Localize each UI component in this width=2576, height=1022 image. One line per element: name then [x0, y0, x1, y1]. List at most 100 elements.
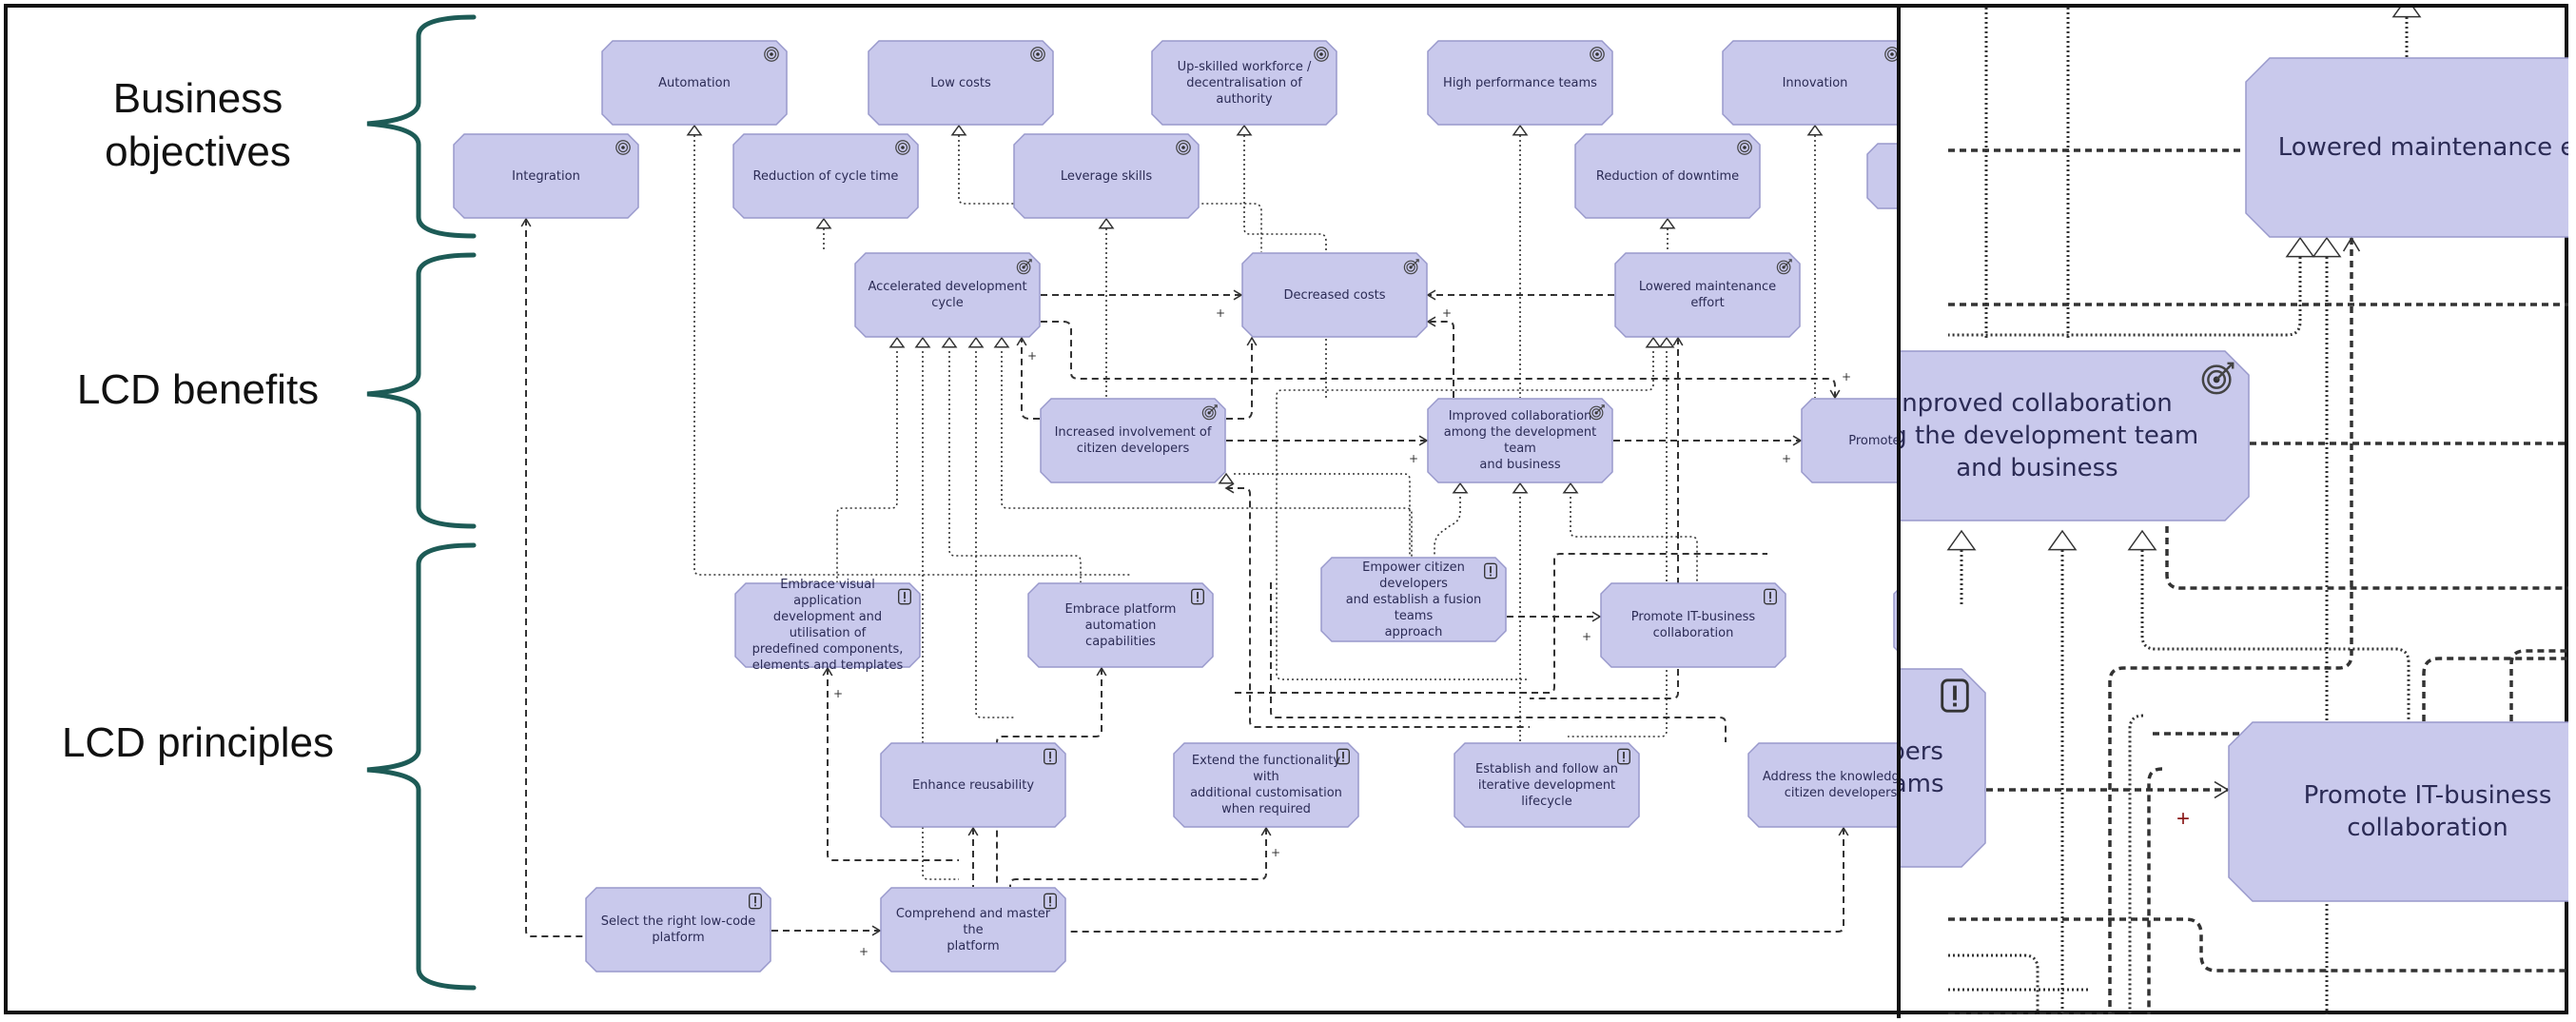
- node-shape: [585, 887, 771, 973]
- influence-plus-label: +: [1216, 306, 1225, 320]
- node-label: Extend the functionality with additional…: [1190, 754, 1342, 816]
- node-shape: [854, 252, 1041, 338]
- realization-arrowhead: [1659, 217, 1676, 229]
- node-reduction-cycle[interactable]: Reduction of cycle time: [732, 133, 919, 219]
- influence-plus-label: +: [859, 945, 868, 958]
- node-label: Address the knowledge g citizen develope…: [1762, 770, 1897, 800]
- influence-arrowhead: [822, 666, 833, 677]
- inset-wire-d7: [2422, 657, 2568, 721]
- node-shape: [2228, 721, 2568, 902]
- node-extend-functionality[interactable]: Extend the functionality with additional…: [1173, 742, 1359, 828]
- principle-icon: [1615, 748, 1632, 765]
- node-shape: [1901, 668, 1986, 868]
- goal-icon: [1589, 46, 1606, 63]
- node-label: Decreased costs: [1283, 287, 1386, 303]
- node-label: High performance teams: [1443, 75, 1597, 90]
- node-empower-citizen[interactable]: Empower citizen developers and establish…: [1320, 557, 1507, 642]
- node-shape: [1866, 143, 1897, 209]
- node-comprehend-master[interactable]: Comprehend and master the platform: [880, 887, 1066, 973]
- node-inset-improved-collaboration[interactable]: nproved collaboration ng the development…: [1901, 350, 2250, 521]
- realization-arrowhead-collaboration-1: [1512, 482, 1529, 494]
- realization-arrowhead-accelerated-3: [967, 336, 985, 348]
- realization-arrowhead-accelerated-0: [888, 336, 906, 348]
- node-inset-lowered-maintenance[interactable]: Lowered maintenance eff: [2245, 57, 2568, 238]
- wire-embrace-visual-accelerated: [836, 351, 898, 582]
- node-integration[interactable]: Integration: [453, 133, 639, 219]
- inset-wire-d6: [2147, 767, 2163, 1014]
- principle-icon: [896, 588, 913, 605]
- realization-arrowhead-accelerated-4: [993, 336, 1010, 348]
- outcome-icon: [1589, 403, 1606, 421]
- goal-icon: [894, 139, 911, 156]
- node-reduction-downtime[interactable]: Reduction of downtime: [1574, 133, 1761, 219]
- node-high-performance[interactable]: High performance teams: [1427, 40, 1613, 126]
- node-shape: [880, 887, 1066, 973]
- wire-empower-collaboration: [1434, 497, 1461, 557]
- influence-arrowhead: [1591, 611, 1602, 622]
- node-decreased-costs[interactable]: Decreased costs: [1241, 252, 1428, 338]
- realization-arrowhead-lowered-2: [1658, 336, 1675, 348]
- wire-automation: [693, 126, 1130, 576]
- node-establish-iterative[interactable]: Establish and follow an iterative develo…: [1454, 742, 1640, 828]
- node-innovation[interactable]: Innovation: [1722, 40, 1897, 126]
- node-address-knowledge[interactable]: Address the knowledge g citizen develope…: [1747, 742, 1897, 828]
- zoomed-inset-panel: + Lowered maintenance eff nproved collab…: [1901, 8, 2568, 1014]
- main-diagram-panel: Business objectives LCD benefits LCD pri…: [8, 8, 1897, 1014]
- node-lowered-maintenance[interactable]: Lowered maintenance effort: [1614, 252, 1801, 338]
- realization-arrowhead: [2312, 236, 2342, 258]
- principle-icon: [1189, 588, 1206, 605]
- node-enhance-reusability[interactable]: Enhance reusability: [880, 742, 1066, 828]
- node-upskilled[interactable]: Up-skilled workforce / decentralisation …: [1151, 40, 1337, 126]
- node-label: Establish and follow an iterative develo…: [1475, 761, 1618, 809]
- node-embrace-visual[interactable]: Embrace visual application development a…: [734, 578, 921, 673]
- node-label: Up-skilled workforce / decentralisation …: [1177, 59, 1312, 107]
- node-principle-partial[interactable]: [1893, 582, 1897, 658]
- node-promote-it-business[interactable]: Promote IT-business collaboration: [1600, 582, 1786, 668]
- node-inset-promote-it-business[interactable]: Promote IT-business collaboration: [2228, 721, 2568, 902]
- node-increased-involvement[interactable]: Increased involvement of citizen develop…: [1040, 398, 1226, 483]
- node-promoted-digit[interactable]: Promoted digit: [1801, 398, 1897, 483]
- node-improved-collaboration[interactable]: Improved collaboration among the develop…: [1427, 398, 1613, 483]
- inset-connector-layer: +: [1946, 8, 2568, 1014]
- node-shape: [1027, 582, 1214, 668]
- influence-arrowhead: [1246, 336, 1258, 346]
- node-select-platform[interactable]: Select the right low-code platform: [585, 887, 771, 973]
- node-shape: [1801, 398, 1897, 483]
- realization-arrowhead-involvement: [1218, 472, 1235, 484]
- node-shape: [1013, 133, 1200, 219]
- outcome-icon: [1016, 258, 1033, 275]
- goal-icon: [1029, 46, 1046, 63]
- node-leverage-skills[interactable]: Leverage skills: [1013, 133, 1200, 219]
- node-label: Select the right low-code platform: [600, 914, 756, 945]
- outcome-icon: [1201, 403, 1219, 421]
- node-low-costs[interactable]: Low costs: [868, 40, 1054, 126]
- inset-wire-d5: [2128, 714, 2144, 1014]
- outcome-icon: [1776, 258, 1793, 275]
- wire-platform-comprehend: [996, 668, 1103, 887]
- node-shape: [732, 133, 919, 219]
- goal-icon: [1175, 139, 1192, 156]
- influence-arrowhead: [1792, 435, 1803, 446]
- brace-business-objectives: [366, 14, 477, 239]
- realization-arrowhead: [1806, 124, 1824, 136]
- node-accelerated[interactable]: Accelerated development cycle: [854, 252, 1041, 338]
- realization-arrowhead: [1098, 217, 1115, 229]
- layer-label-lcd-benefits: LCD benefits: [76, 366, 320, 413]
- influence-arrowhead: [520, 217, 532, 227]
- node-shape: [1722, 40, 1897, 126]
- node-shape: [1241, 252, 1428, 338]
- node-embrace-platform[interactable]: Embrace platform automation capabilities: [1027, 582, 1214, 668]
- node-objective-partial[interactable]: [1866, 143, 1897, 209]
- influence-plus-label: +: [833, 687, 843, 700]
- principle-icon: [1042, 748, 1059, 765]
- inset-wire-h4: [1948, 917, 2568, 973]
- influence-arrowhead: [2214, 780, 2230, 799]
- wire-improved-decreased: [1428, 321, 1454, 398]
- node-label: Lowered maintenance eff: [2277, 133, 2568, 162]
- influence-arrowhead: [1672, 336, 1684, 346]
- realization-arrowhead: [2047, 529, 2078, 551]
- node-inset-empower[interactable]: lopers teams: [1901, 668, 1986, 868]
- node-shape: [601, 40, 788, 126]
- node-automation[interactable]: Automation: [601, 40, 788, 126]
- wire-involvement-accelerated: [1021, 338, 1040, 420]
